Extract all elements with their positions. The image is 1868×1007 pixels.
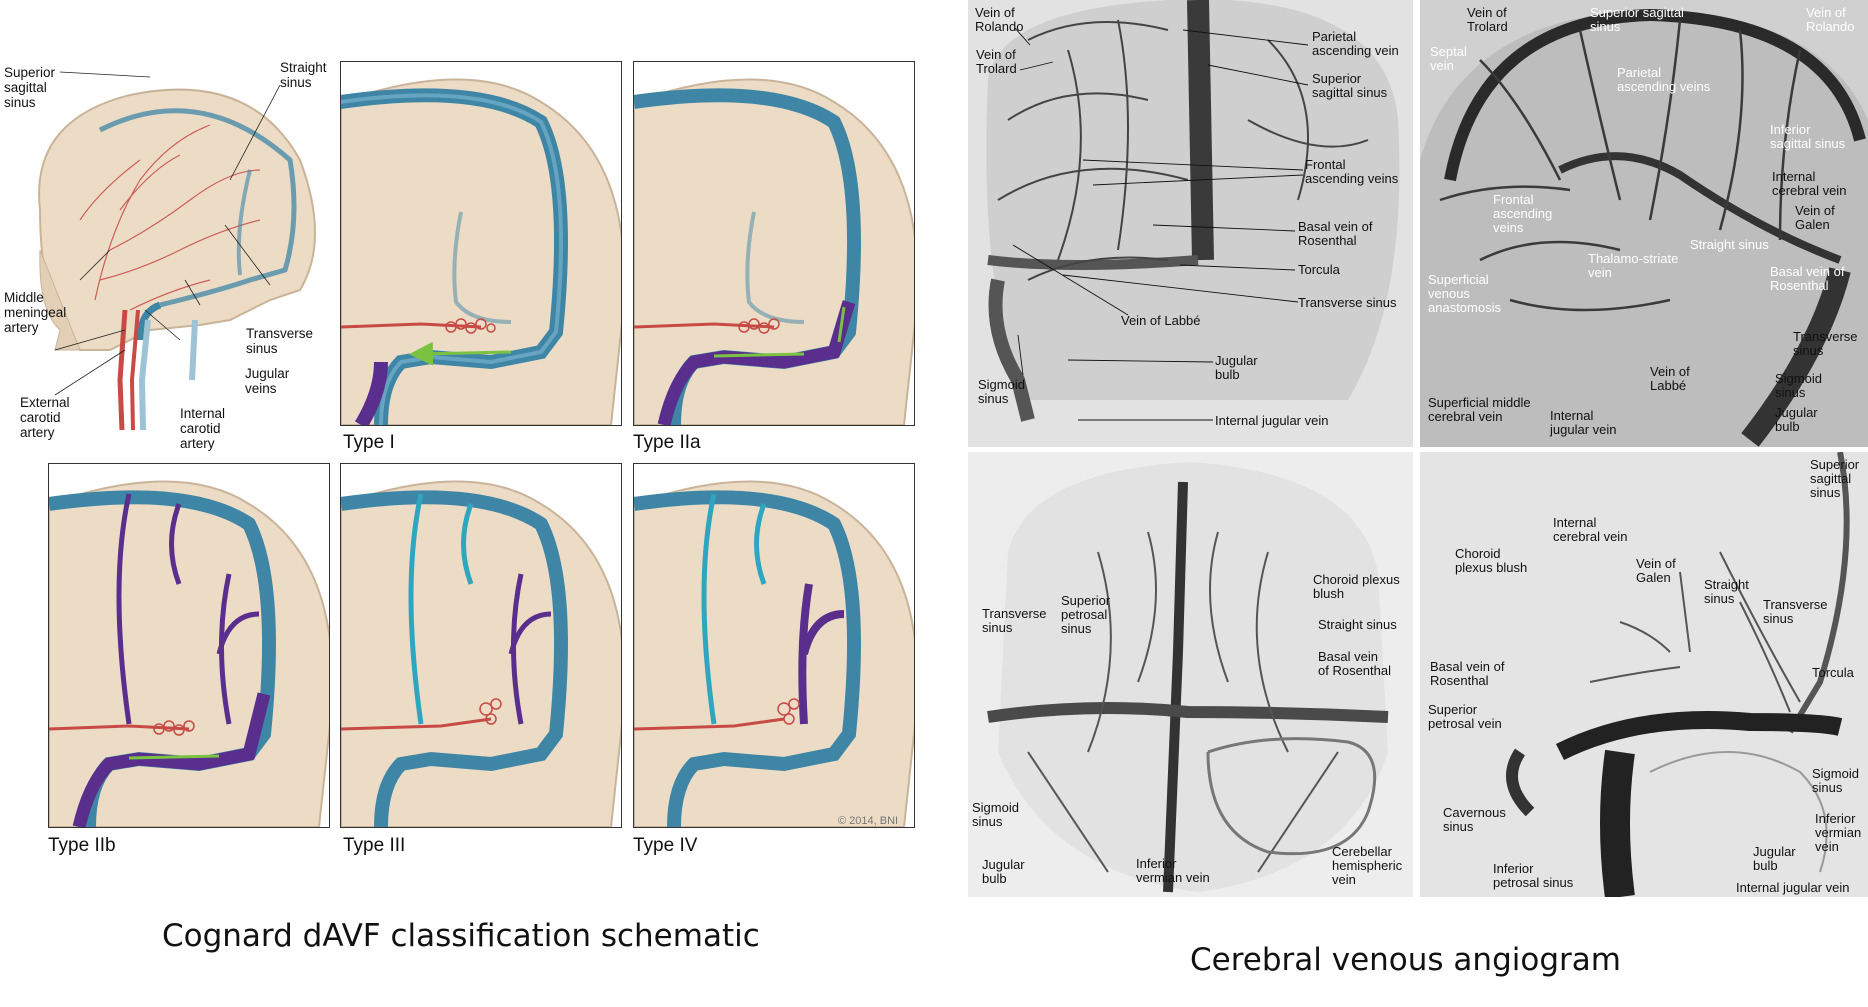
ang-b-vein-of-galen: Vein of Galen <box>1795 203 1835 232</box>
ang-c-inferior-vermian-vein: Inferior vermian vein <box>1136 856 1210 885</box>
ang-d-jugular-bulb: Jugular bulb <box>1753 844 1796 873</box>
type-iib-panel <box>48 463 330 828</box>
ang-d-internal-jugular-vein: Internal jugular vein <box>1736 880 1850 895</box>
type-iii-label: Type III <box>343 835 406 856</box>
type-iii-panel <box>340 463 622 828</box>
type-i-panel <box>340 61 622 426</box>
ang-c-basal-vein-of-rosenthal: Basal vein of Rosenthal <box>1318 649 1391 678</box>
ang-d-vein-of-galen: Vein of Galen <box>1636 556 1676 585</box>
ang-a-parietal-ascending-vein: Parietal ascending vein <box>1312 29 1399 58</box>
type-iib-label: Type IIb <box>48 835 116 856</box>
angio-panel-lateral-posterior-fossa <box>1420 452 1868 897</box>
ang-b-frontal-ascending-veins: Frontal ascending veins <box>1493 192 1553 235</box>
ang-b-internal-jugular-vein: Internal jugular vein <box>1550 408 1617 437</box>
ang-a-transverse-sinus: Transverse sinus <box>1298 295 1397 310</box>
ang-a-sigmoid-sinus: Sigmoid sinus <box>978 377 1025 406</box>
ang-d-cavernous-sinus: Cavernous sinus <box>1443 805 1506 834</box>
ang-b-thalamo-striate-vein: Thalamo-striate vein <box>1588 251 1679 280</box>
ang-d-torcula: Torcula <box>1812 665 1854 680</box>
ang-a-frontal-ascending-veins: Frontal ascending veins <box>1305 157 1399 186</box>
ang-d-straight-sinus: Straight sinus <box>1704 577 1749 606</box>
ang-a-basal-vein-of-rosenthal: Basal vein of Rosenthal <box>1298 219 1373 248</box>
type-i-label: Type I <box>343 432 395 453</box>
ang-c-superior-petrosal-sinus: Superior petrosal sinus <box>1061 593 1111 636</box>
ang-b-inferior-sagittal-sinus: Inferior sagittal sinus <box>1770 122 1846 151</box>
type-iia-panel <box>633 61 915 426</box>
ang-b-basal-vein-of-rosenthal: Basal vein of Rosenthal <box>1770 264 1845 293</box>
label-straight-sinus: Straight sinus <box>280 60 327 90</box>
ang-b-septal-vein: Septal vein <box>1430 44 1467 73</box>
ang-a-internal-jugular-vein: Internal jugular vein <box>1215 413 1329 428</box>
label-middle-meningeal-artery: Middle meningeal artery <box>4 290 67 335</box>
ang-a-torcula: Torcula <box>1298 262 1340 277</box>
ang-c-sigmoid-sinus: Sigmoid sinus <box>972 800 1019 829</box>
ang-a-vein-of-rolando: Vein of Rolando <box>975 5 1024 34</box>
ang-d-sigmoid-sinus: Sigmoid sinus <box>1812 766 1859 795</box>
ang-b-sigmoid-sinus: Sigmoid sinus <box>1775 371 1822 400</box>
right-caption: Cerebral venous angiogram <box>1190 942 1621 978</box>
ang-d-superior-petrosal-vein: Superior petrosal vein <box>1428 702 1502 731</box>
left-caption: Cognard dAVF classification schematic <box>162 918 760 954</box>
ang-d-inferior-petrosal-sinus: Inferior petrosal sinus <box>1493 861 1574 890</box>
label-transverse-sinus: Transverse sinus <box>246 326 314 356</box>
ang-b-parietal-ascending-veins: Parietal ascending veins <box>1617 65 1711 94</box>
ang-b-jugular-bulb: Jugular bulb <box>1775 405 1818 434</box>
ang-d-superior-sagittal-sinus: Superior sagittal sinus <box>1810 457 1860 500</box>
angio-panel-lateral-venous <box>1420 0 1868 447</box>
ang-d-choroid-plexus-blush: Choroid plexus blush <box>1455 546 1528 575</box>
angio-panel-towne-venous <box>968 452 1413 897</box>
ang-d-internal-cerebral-vein: Internal cerebral vein <box>1553 515 1628 544</box>
ang-a-superior-sagittal-sinus: Superior sagittal sinus <box>1312 71 1388 100</box>
label-superior-sagittal-sinus: Superior sagittal sinus <box>4 65 56 110</box>
ang-b-superior-sagittal-sinus: Superior sagittal sinus <box>1590 5 1684 34</box>
label-jugular-veins: Jugular veins <box>245 366 290 396</box>
ang-b-vein-of-labbe: Vein of Labbé <box>1650 364 1690 393</box>
ang-d-inferior-vermian-vein: Inferior vermian vein <box>1815 811 1862 854</box>
ang-b-internal-cerebral-vein: Internal cerebral vein <box>1772 169 1847 198</box>
ang-a-vein-of-labbe: Vein of Labbé <box>1121 313 1201 328</box>
angio-panel-ap-venous <box>968 0 1413 447</box>
copyright-text: © 2014, BNI <box>838 815 899 827</box>
ang-c-straight-sinus: Straight sinus <box>1318 617 1397 632</box>
ang-a-jugular-bulb: Jugular bulb <box>1215 353 1258 382</box>
ang-c-transverse-sinus: Transverse sinus <box>982 606 1047 635</box>
ang-b-straight-sinus: Straight sinus <box>1690 237 1769 252</box>
type-iv-panel <box>633 463 915 828</box>
ang-b-vein-of-rolando: Vein of Rolando <box>1806 5 1855 34</box>
ang-b-vein-of-trolard: Vein of Trolard <box>1467 5 1508 34</box>
ang-b-superficial-middle-cerebral-vein: Superficial middle cerebral vein <box>1428 395 1531 424</box>
label-external-carotid-artery: External carotid artery <box>20 395 70 440</box>
label-internal-carotid-artery: Internal carotid artery <box>180 406 226 451</box>
ang-b-superficial-venous-anastomosis: Superficial venous anastomosis <box>1428 272 1501 315</box>
ang-c-cerebellar-hemispheric-vein: Cerebellar hemispheric vein <box>1332 844 1403 887</box>
ang-c-choroid-plexus-blush: Choroid plexus blush <box>1313 572 1400 601</box>
ang-c-jugular-bulb: Jugular bulb <box>982 857 1025 886</box>
anatomy-overview-illustration <box>0 50 340 450</box>
ang-a-vein-of-trolard: Vein of Trolard <box>976 47 1017 76</box>
ang-b-transverse-sinus: Transverse sinus <box>1793 329 1858 358</box>
ang-d-basal-vein-of-rosenthal: Basal vein of Rosenthal <box>1430 659 1505 688</box>
type-iia-label: Type IIa <box>633 432 701 453</box>
type-iv-label: Type IV <box>633 835 698 856</box>
ang-d-transverse-sinus: Transverse sinus <box>1763 597 1828 626</box>
